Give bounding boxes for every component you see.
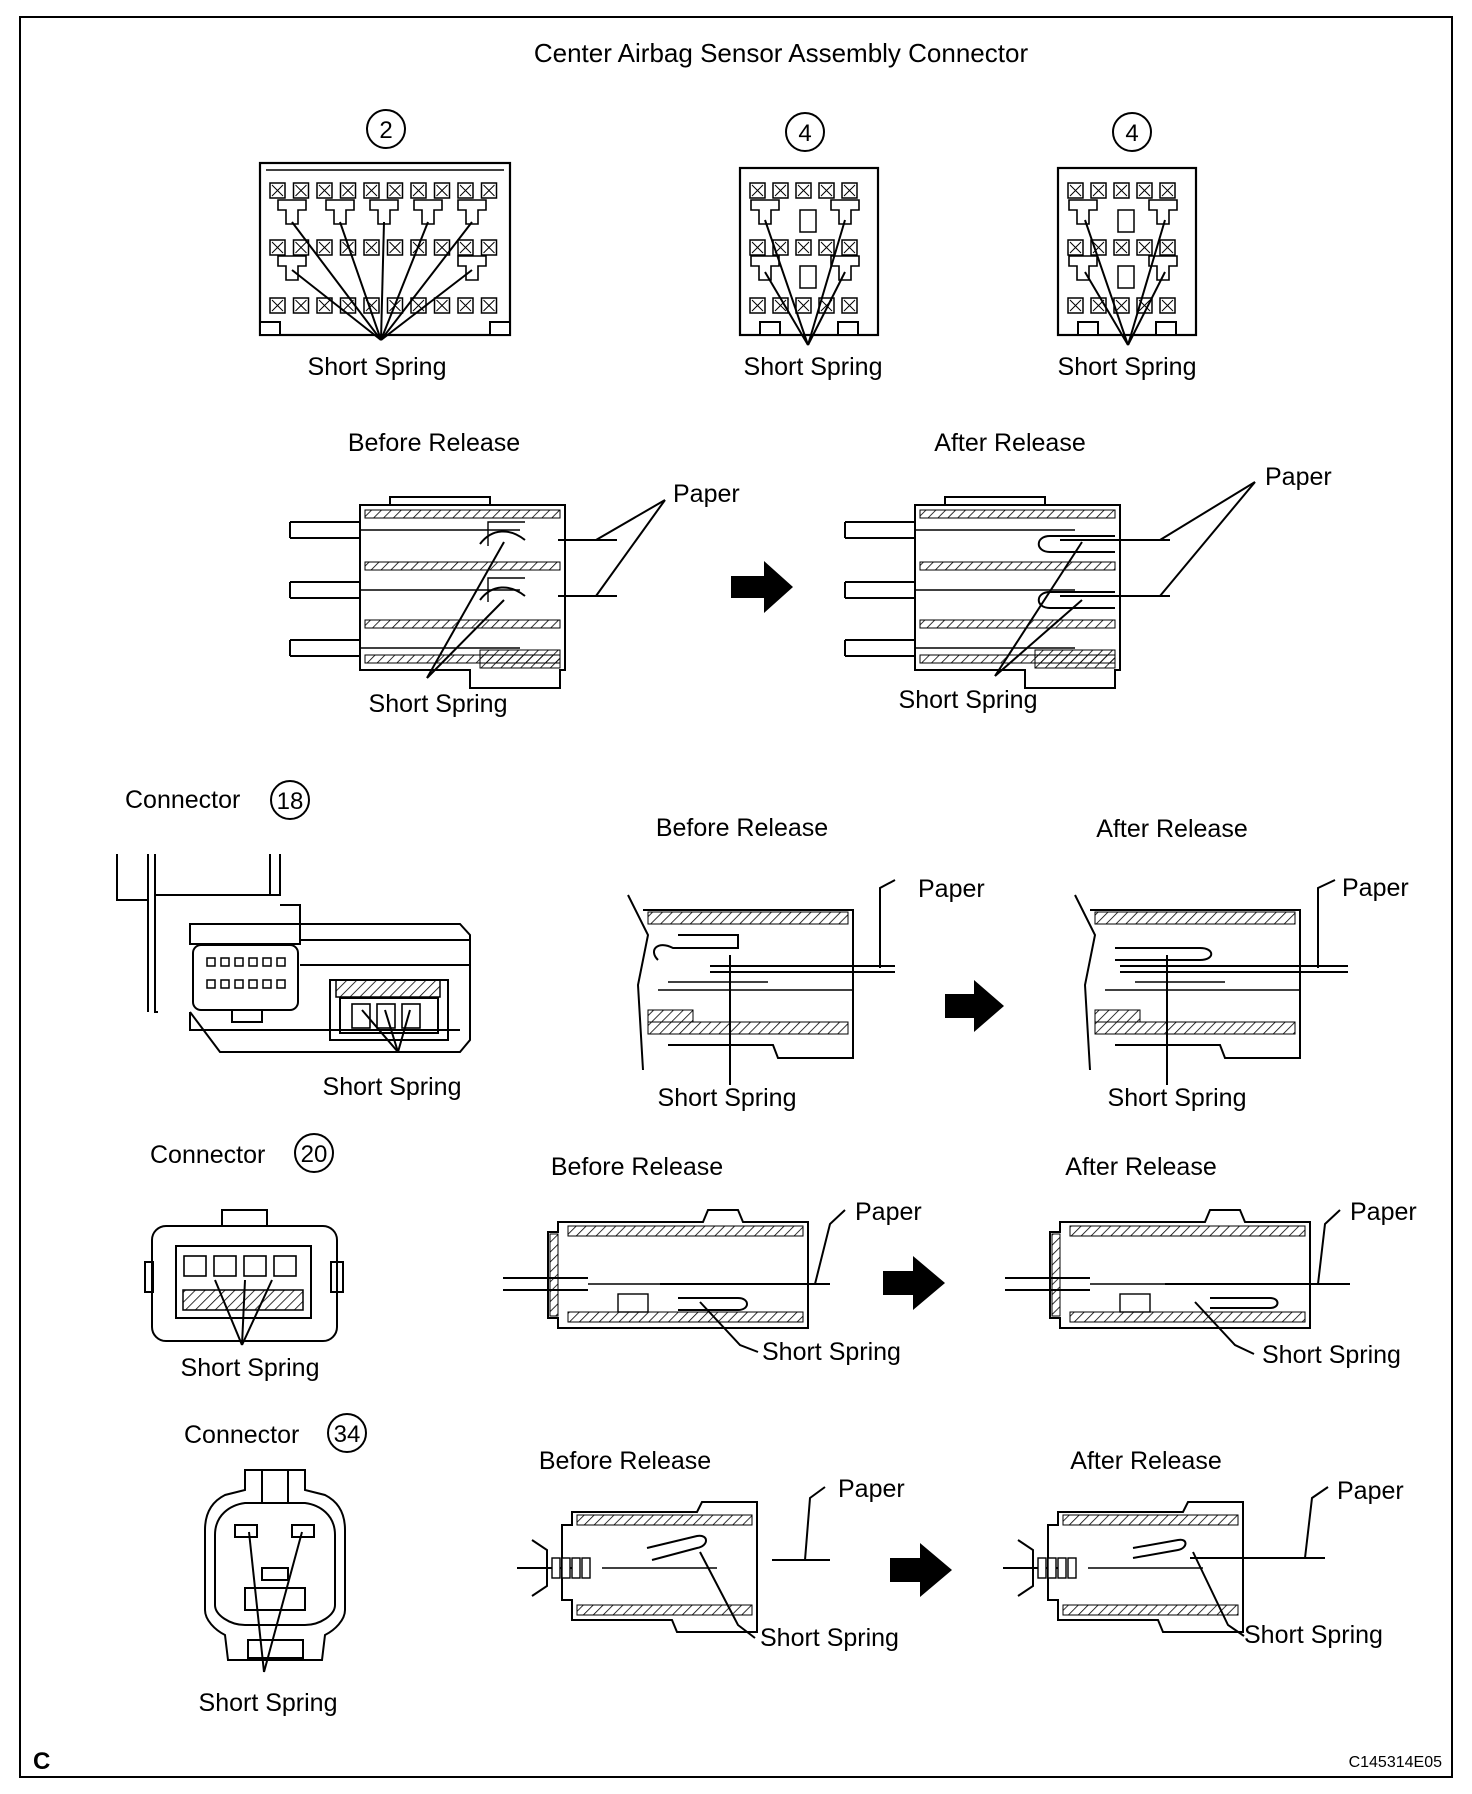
connector-18-hatch [335, 979, 441, 998]
paper-label: Paper [1265, 463, 1332, 491]
short-spring-pad [830, 199, 860, 225]
short-spring-label: Short Spring [369, 690, 508, 718]
connector-number-circle [327, 1413, 367, 1453]
before-release-label: Before Release [539, 1447, 711, 1475]
diagram-frame [19, 16, 1453, 1778]
arrow-right-icon [883, 1256, 945, 1310]
short-spring-label: Short Spring [323, 1073, 462, 1101]
short-spring-label: Short Spring [1262, 1341, 1401, 1369]
short-spring-label: Short Spring [181, 1354, 320, 1382]
paper-20-before [660, 1209, 846, 1353]
after-release-label: After Release [1065, 1153, 1216, 1181]
short-spring-label: Short Spring [1058, 353, 1197, 381]
connector-4a-face: 4 [738, 112, 880, 337]
arrow-right-icon [890, 1543, 952, 1597]
short-spring-pad [325, 199, 355, 225]
connector-number: 4 [1125, 120, 1138, 147]
paper-strips-before [558, 499, 666, 597]
connector-number: 34 [334, 1421, 361, 1448]
paper-18-before [710, 879, 896, 973]
paper-20-after [1165, 1209, 1350, 1355]
side-view-34-after [1003, 1501, 1244, 1633]
connector-20-pins [183, 1255, 297, 1277]
side-view-20-after [1005, 1209, 1311, 1329]
connector-34-face [204, 1469, 346, 1661]
short-spring-pad [413, 199, 443, 225]
short-spring-label: Short Spring [760, 1624, 899, 1652]
after-release-label: After Release [934, 429, 1085, 457]
after-release-label: After Release [1096, 815, 1247, 843]
paper-label: Paper [1342, 874, 1409, 902]
paper-label: Paper [918, 875, 985, 903]
connector-4b-face: 4 [1056, 112, 1198, 337]
paper-34-before [699, 1486, 830, 1639]
paper-18-after [1120, 879, 1348, 973]
short-spring-pad [277, 255, 307, 281]
connector-20-springs [214, 1279, 273, 1346]
connector-4b-springs [1084, 219, 1166, 346]
short-spring-label: Short Spring [744, 353, 883, 381]
paper-label: Paper [1350, 1198, 1417, 1226]
short-spring-label: Short Spring [899, 686, 1038, 714]
short-spring-pad [457, 199, 487, 225]
spring-leaders-before [426, 541, 505, 679]
connector-number-circle [294, 1133, 334, 1173]
after-release-label: After Release [1070, 1447, 1221, 1475]
connector-2-springs [291, 221, 473, 341]
connector-20-label: Connector [150, 1141, 265, 1169]
connector-18-pins [206, 957, 421, 1029]
connector-number-circle [270, 780, 310, 820]
connector-number: 18 [277, 788, 304, 815]
connector-34-label: Connector [184, 1421, 299, 1449]
connector-4a-springs [764, 219, 846, 346]
short-spring-label: Short Spring [658, 1084, 797, 1112]
arrow-right-icon [945, 980, 1004, 1032]
connector-number-circle [1112, 112, 1152, 152]
side-view-after-release [844, 496, 1121, 689]
connector-number: 4 [798, 120, 811, 147]
short-spring-pad [750, 255, 780, 281]
side-view-before-release [289, 496, 566, 689]
short-spring-label: Short Spring [762, 1338, 901, 1366]
short-spring-pad [457, 255, 487, 281]
before-release-label: Before Release [551, 1153, 723, 1181]
short-spring-pad [1068, 255, 1098, 281]
paper-label: Paper [838, 1475, 905, 1503]
connector-18-springs [361, 1009, 411, 1053]
figure-id: C145314E05 [1349, 1754, 1443, 1771]
paper-label: Paper [1337, 1477, 1404, 1505]
short-spring-pad [1068, 199, 1098, 225]
side-view-34-before [517, 1501, 758, 1633]
side-view-18-after [1074, 894, 1301, 1071]
side-view-20-before [503, 1209, 809, 1329]
arrow-right-icon [731, 561, 793, 613]
short-spring-label: Short Spring [1244, 1621, 1383, 1649]
short-spring-pad [369, 199, 399, 225]
short-spring-pad [750, 199, 780, 225]
short-spring-pad [830, 255, 860, 281]
diagram-title: Center Airbag Sensor Assembly Connector [534, 38, 1029, 68]
short-spring-label: Short Spring [199, 1689, 338, 1717]
before-release-label: Before Release [656, 814, 828, 842]
paper-34-after [1190, 1486, 1329, 1637]
paper-strips-after [1060, 481, 1256, 597]
short-spring-label: Short Spring [308, 353, 447, 381]
connector-34-springs [248, 1531, 303, 1673]
connector-number: 20 [301, 1141, 328, 1168]
connector-number: 2 [379, 117, 392, 144]
before-release-label: Before Release [348, 429, 520, 457]
connector-number-circle [366, 109, 406, 149]
connector-18-label: Connector [125, 786, 240, 814]
connector-number-circle [785, 112, 825, 152]
short-spring-pad [277, 199, 307, 225]
side-view-18-before [627, 894, 854, 1071]
short-spring-label: Short Spring [1108, 1084, 1247, 1112]
corner-letter: C [33, 1748, 50, 1775]
spring-leaders-after [994, 541, 1083, 677]
paper-label: Paper [855, 1198, 922, 1226]
short-spring-pad [1148, 199, 1178, 225]
paper-label: Paper [673, 480, 740, 508]
